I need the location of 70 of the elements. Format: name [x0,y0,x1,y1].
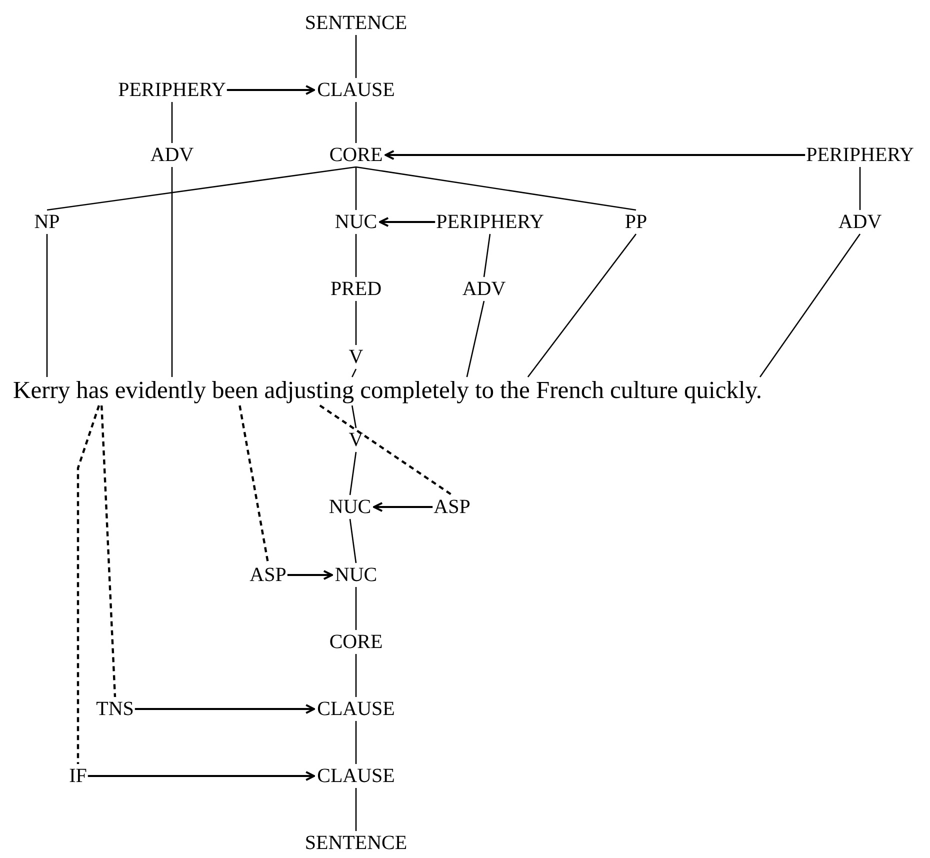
tree-label: PP [624,210,648,234]
tree-label: SENTENCE [304,11,408,35]
sentence-word: French [536,377,604,406]
tree-branch [46,166,356,211]
tree-branch [355,234,357,277]
tree-branch [355,35,357,78]
tree-label: CORE [328,143,384,167]
tree-label: V [348,345,364,369]
dashed-line [319,404,453,496]
tree-label: PERIPHERY [435,210,545,234]
tree-label: IF [68,764,88,788]
tree-label: CORE [328,630,384,654]
tree-branch [356,166,636,211]
sentence-word: the [500,377,530,406]
arrow [379,217,436,227]
tree-label: CLAUSE [316,78,396,102]
tree-branch [355,167,357,210]
tree-branch [349,518,357,564]
tree-label: CLAUSE [316,764,396,788]
sentence-word: to [474,377,494,406]
tree-label: TNS [95,697,135,721]
tree-label: PRED [329,277,383,301]
tree-label: PERIPHERY [805,143,915,167]
dashed-line [76,405,100,764]
arrow [226,85,316,95]
tree-label: NUC [334,210,378,234]
tree-branch [355,721,357,764]
tree-label: PERIPHERY [117,78,227,102]
tree-branch [355,301,357,345]
sentence-word: Kerry [13,377,70,406]
tree-branch [527,234,637,378]
sentence-word: adjusting [264,377,354,406]
arrow [134,704,316,714]
tree-label: ASP [432,495,472,519]
tree-branch [171,102,173,143]
sentence-word: culture [610,377,678,406]
dashed-line [238,405,270,564]
tree-branch [759,234,861,378]
tree-branch [859,167,861,210]
tree-branch [349,452,357,496]
tree-label: SENTENCE [304,831,408,855]
tree-branch [355,654,357,697]
tree-branch [466,300,485,378]
tree-branch [483,234,491,278]
tree-branch [171,167,173,377]
tree-label: NP [33,210,61,234]
arrow [88,771,316,781]
tree-branch [355,102,357,143]
tree-label: NUC [334,563,378,587]
sentence-word: quickly. [684,377,762,406]
tree-branch [355,788,357,831]
tree-label: CLAUSE [316,697,396,721]
tree-label: V [348,428,364,452]
dashed-line [100,405,116,698]
sentence-word: has [76,377,109,406]
sentence-word: completely [360,377,469,406]
arrow [373,502,433,512]
tree-branch [46,234,48,377]
tree-label: NUC [328,495,372,519]
tree-branch [352,368,357,378]
tree-label: ADV [837,210,883,234]
tree-label: ADV [149,143,195,167]
sentence-word: been [212,377,258,406]
arrow [287,570,333,580]
sentence-word: evidently [114,377,206,406]
tree-branch [355,587,357,630]
tree-label: ASP [248,563,288,587]
tree-branch [351,405,357,428]
arrow [384,150,806,160]
tree-label: ADV [461,277,507,301]
